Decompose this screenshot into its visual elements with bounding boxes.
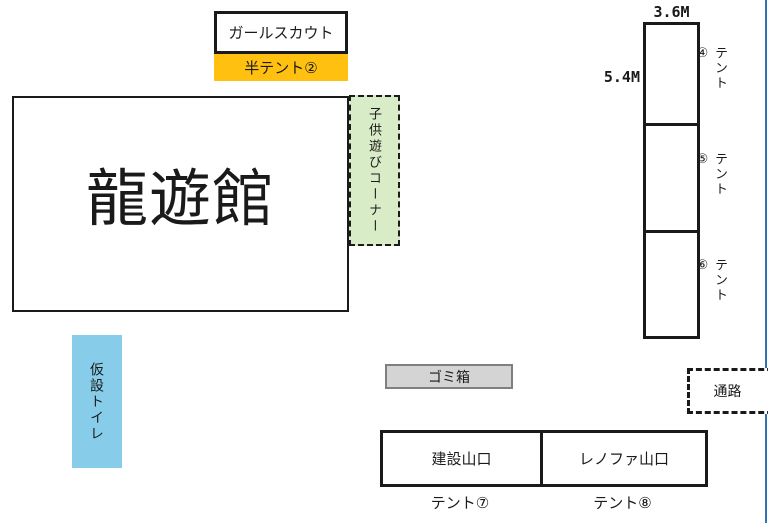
girl-scout-label: ガールスカウト: [228, 25, 334, 42]
vendor-tent-8-name: レノファ山口: [578, 451, 669, 468]
tent-column-width-dimension: 3.6M: [653, 3, 690, 21]
girl-scout-box: ガールスカウト: [214, 11, 348, 54]
tent-5-cell: [646, 126, 697, 233]
half-tent-2-label: 半テント②: [244, 60, 318, 77]
half-tent-2-box: 半テント②: [214, 54, 348, 81]
vendor-tent-7-name: 建設山口: [431, 451, 492, 468]
kids-play-corner-label: 子供遊びコーナー: [367, 106, 382, 235]
vendor-tent-7-box: 建設山口: [380, 430, 543, 487]
tent-5-label: テント⑤: [696, 152, 728, 197]
passage-box: 通路: [687, 368, 768, 414]
trash-box: ゴミ箱: [385, 364, 513, 389]
kids-play-corner-box: 子供遊びコーナー: [349, 95, 400, 246]
temporary-toilet-label: 仮設トイレ: [89, 361, 105, 442]
tent-4-label: テント④: [696, 46, 728, 91]
tent-column-height-dimension: 5.4M: [603, 68, 640, 86]
vendor-tent-row: 建設山口 レノファ山口: [380, 430, 708, 487]
main-hall-label: 龍遊館: [85, 165, 275, 234]
tent-column: [643, 22, 700, 339]
tent-7-label: テント⑦: [430, 495, 490, 512]
main-hall-box: 龍遊館: [12, 96, 349, 312]
tent-8-label: テント⑧: [593, 495, 652, 512]
temporary-toilet-box: 仮設トイレ: [72, 335, 122, 468]
vendor-tent-8-box: レノファ山口: [540, 430, 708, 487]
boundary-line: [765, 0, 767, 523]
tent-6-label: テント⑥: [696, 258, 728, 303]
trash-label: ゴミ箱: [428, 368, 470, 385]
tent-6-cell: [646, 233, 697, 336]
tent-4-cell: [646, 25, 697, 126]
passage-label: 通路: [713, 383, 742, 399]
